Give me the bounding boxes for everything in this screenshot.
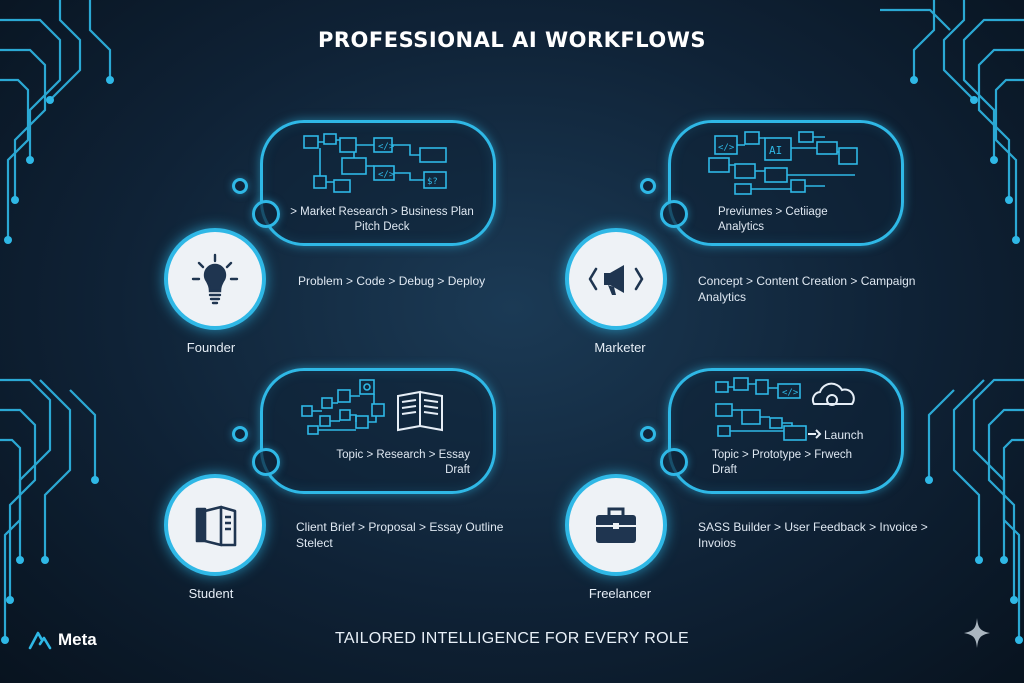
- sparkle-icon: [964, 618, 990, 648]
- book-icon: [195, 505, 237, 547]
- freelancer-bubble-dot-large: [660, 448, 688, 476]
- founder-bubble-line2: Pitch Deck: [354, 221, 410, 233]
- svg-text:$?: $?: [427, 177, 438, 187]
- freelancer-label: Freelancer: [588, 586, 652, 601]
- founder-bubble-dot-small: [232, 178, 248, 194]
- lightbulb-icon: [191, 253, 239, 305]
- tagline: TAILORED INTELLIGENCE FOR EVERY ROLE: [334, 630, 689, 647]
- freelancer-bubble-text: Topic > Prototype > Frwech Draft: [712, 448, 882, 478]
- student-flow-line1: Client Brief > Proposal > Essay Outline: [296, 520, 504, 534]
- svg-text:</>: </>: [378, 142, 395, 152]
- svg-text:AI: AI: [769, 144, 782, 157]
- marketer-workflow-diagram-icon: </> AI: [708, 131, 858, 195]
- student-bubble-line1: Topic > Research > Essay: [336, 449, 470, 461]
- marketer-avatar[interactable]: [565, 228, 667, 330]
- marketer-bubble-line1: Previumes > Cetiiage: [718, 206, 828, 218]
- freelancer-bubble-launch: Launch: [824, 428, 864, 442]
- founder-bubble: [260, 120, 496, 246]
- freelancer-flow: SASS Builder > User Feedback > Invoice >…: [698, 519, 978, 551]
- svg-text:</>: </>: [718, 143, 735, 153]
- svg-text:</>: </>: [782, 388, 799, 398]
- student-bubble-dot-small: [232, 426, 248, 442]
- megaphone-icon: [588, 265, 644, 295]
- founder-bubble-line1: > Market Research > Business Plan: [290, 206, 474, 218]
- freelancer-flow-line2: Invoios: [698, 536, 737, 550]
- freelancer-bubble-line2: Draft: [712, 464, 737, 476]
- marketer-flow-line2: Analytics: [698, 290, 747, 304]
- founder-workflow-diagram-icon: </> </> $?: [303, 133, 447, 193]
- marketer-flow-line1: Concept > Content Creation > Campaign: [698, 274, 916, 288]
- founder-bubble-text: > Market Research > Business Plan Pitch …: [282, 205, 482, 235]
- freelancer-bubble-line1: Topic > Prototype > Frwech: [712, 449, 852, 461]
- freelancer-flow-line1: SASS Builder > User Feedback > Invoice >: [698, 520, 928, 534]
- founder-bubble-dot-large: [252, 200, 280, 228]
- svg-text:</>: </>: [378, 170, 395, 180]
- student-flow-line2: Stelect: [296, 536, 333, 550]
- freelancer-workflow-diagram-icon: </>: [715, 377, 855, 441]
- student-bubble-dot-large: [252, 448, 280, 476]
- freelancer-avatar[interactable]: [565, 474, 667, 576]
- founder-flow-line1: Problem > Code > Debug > Deploy: [298, 274, 486, 288]
- student-bubble: [260, 368, 496, 494]
- marketer-bubble-dot-large: [660, 200, 688, 228]
- student-flow: Client Brief > Proposal > Essay Outline …: [296, 519, 556, 551]
- marketer-label: Marketer: [594, 340, 646, 355]
- meta-logo-text: Meta: [58, 630, 97, 649]
- student-label: Student: [188, 586, 234, 601]
- briefcase-icon: [596, 507, 636, 543]
- marketer-bubble-text: Previumes > Cetiiage Analytics: [690, 205, 898, 235]
- student-avatar[interactable]: [164, 474, 266, 576]
- page-title: PROFESSIONAL AI WORKFLOWS: [317, 28, 707, 52]
- student-workflow-diagram-icon: [301, 379, 443, 435]
- student-bubble-text: Topic > Research > Essay Draft: [300, 448, 470, 478]
- founder-label: Founder: [186, 340, 236, 355]
- freelancer-bubble: [668, 368, 904, 494]
- student-bubble-line2: Draft: [445, 464, 470, 476]
- marketer-bubble: [668, 120, 904, 246]
- meta-logo: Meta: [28, 630, 97, 650]
- founder-flow: Problem > Code > Debug > Deploy: [298, 273, 558, 289]
- marketer-flow: Concept > Content Creation > Campaign An…: [698, 273, 978, 305]
- marketer-bubble-line2: Analytics: [718, 221, 765, 233]
- meta-logo-icon: [28, 631, 52, 650]
- freelancer-bubble-dot-small: [640, 426, 656, 442]
- marketer-bubble-dot-small: [640, 178, 656, 194]
- founder-avatar[interactable]: [164, 228, 266, 330]
